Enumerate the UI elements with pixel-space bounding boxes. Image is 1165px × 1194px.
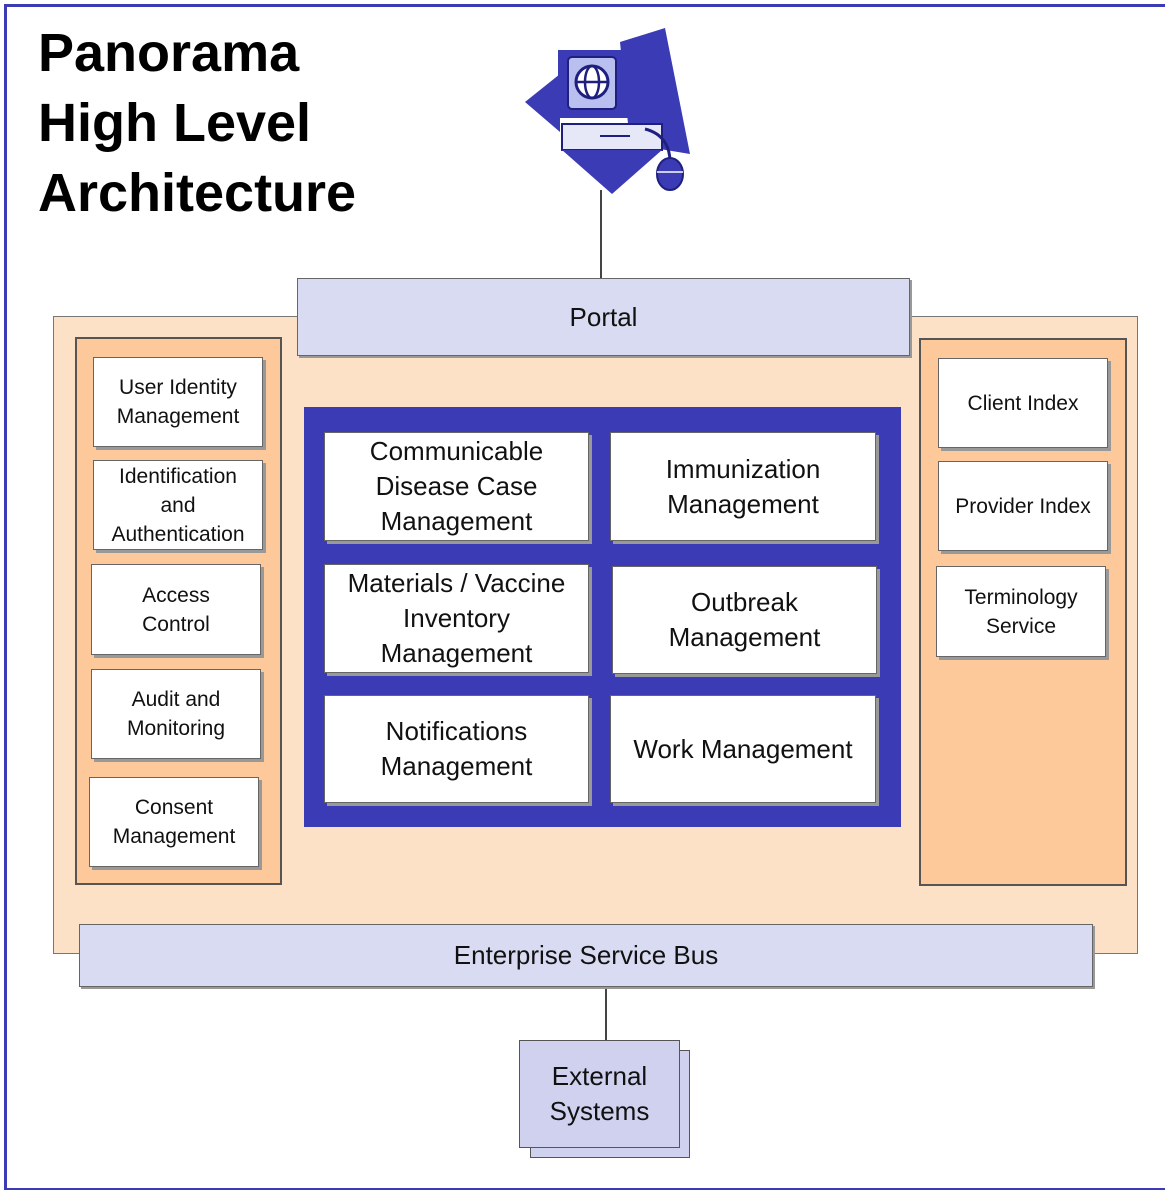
immunization-management-box: Immunization Management — [610, 432, 876, 541]
external-systems-box: External Systems — [519, 1040, 680, 1148]
access-control-box: Access Control — [91, 564, 261, 655]
enterprise-service-bus-bar: Enterprise Service Bus — [79, 924, 1093, 987]
consent-management-box: Consent Management — [89, 777, 259, 867]
diagram-title: Panorama High Level Architecture — [38, 23, 357, 223]
notifications-management-box: Notifications Management — [324, 695, 589, 803]
user-identity-management-box: User Identity Management — [93, 357, 263, 447]
materials-vaccine-inventory-box: Materials / Vaccine Inventory Management — [324, 564, 589, 673]
workstation-globe-icon — [525, 28, 690, 194]
work-management-box: Work Management — [610, 695, 876, 803]
identification-authentication-box: Identification and Authentication — [93, 460, 263, 550]
diagram-frame — [4, 4, 1165, 1190]
terminology-service-box: Terminology Service — [936, 566, 1106, 657]
portal-bar: Portal — [297, 278, 910, 356]
client-index-box: Client Index — [938, 358, 1108, 448]
connector-esb-external — [605, 987, 607, 1040]
connector-icon-portal — [600, 190, 602, 279]
outbreak-management-box: Outbreak Management — [612, 566, 877, 674]
audit-monitoring-box: Audit and Monitoring — [91, 669, 261, 759]
provider-index-box: Provider Index — [938, 461, 1108, 551]
external-systems-label: External Systems — [549, 1061, 650, 1126]
communicable-disease-box: Communicable Disease Case Management — [324, 432, 589, 541]
